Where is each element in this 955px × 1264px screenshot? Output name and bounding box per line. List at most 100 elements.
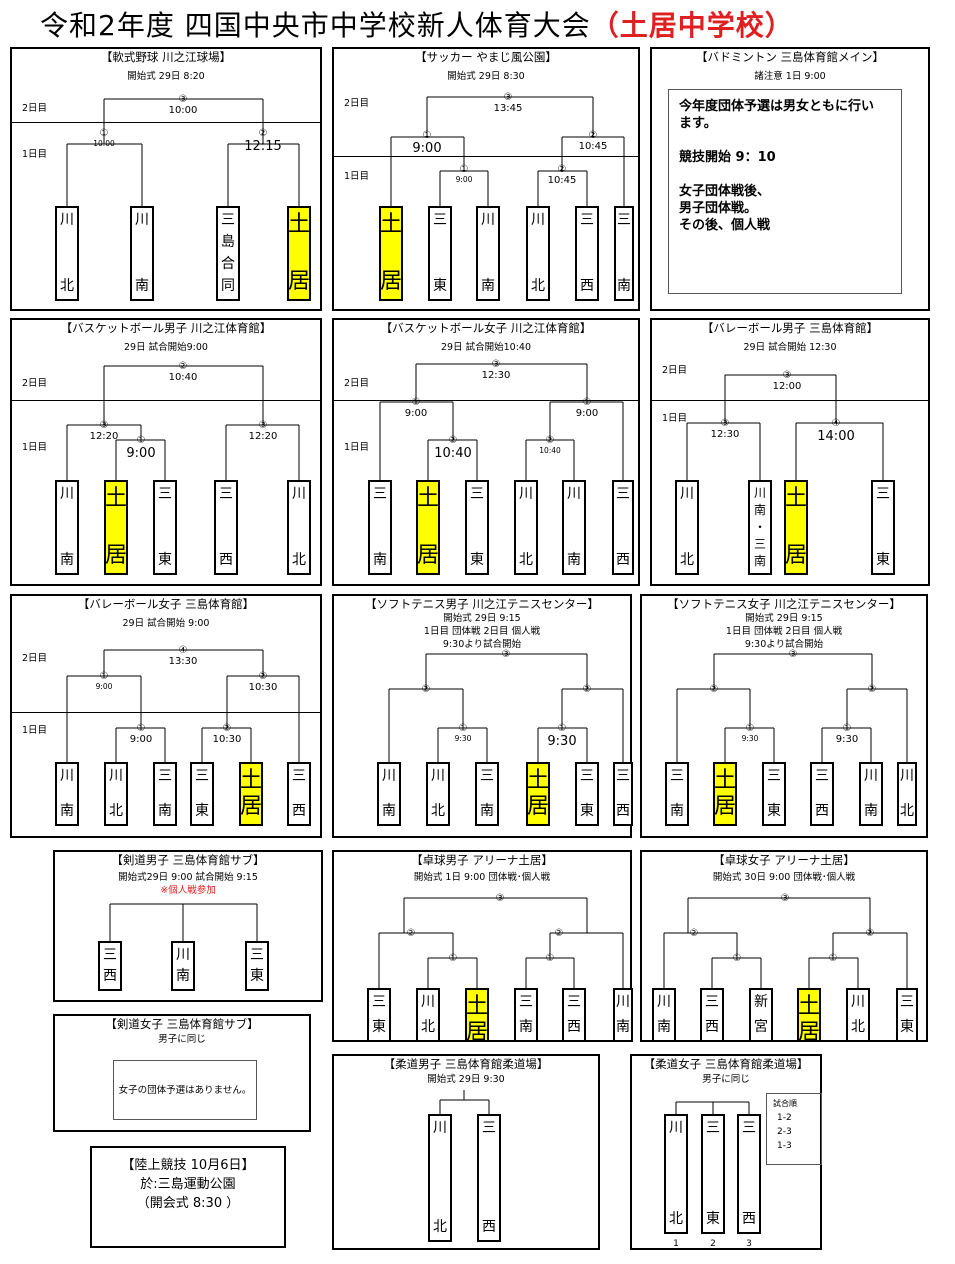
panel-title: 【卓球男子 アリーナ土居】: [411, 853, 553, 867]
day-label: 2日目: [662, 365, 688, 376]
team-char: 川: [431, 768, 445, 784]
team-box: 三島合同: [216, 206, 240, 301]
team-char: 新: [754, 994, 768, 1010]
panel-info: 29日 試合開始9:00: [124, 342, 208, 353]
team-char: 土: [798, 994, 821, 1019]
team-box-doi: 土居: [239, 762, 263, 826]
team-char: 三: [670, 768, 684, 784]
panel-title: 【ソフトテニス男子 川之江テニスセンター】: [365, 597, 599, 611]
day-label: 1日目: [22, 149, 48, 160]
match-number: ③: [178, 94, 188, 105]
team-char: 北: [680, 552, 694, 568]
team-box: 三西: [287, 762, 311, 826]
team-char: 川: [60, 486, 74, 502]
team-char: 三: [433, 212, 447, 228]
match-number: ①: [458, 723, 468, 734]
team-box: 三南: [475, 762, 499, 826]
team-box-doi: 土居: [797, 988, 821, 1045]
match-number: ②: [865, 928, 875, 939]
team-char: 川: [519, 486, 533, 502]
panel-info: 開始式 1日 9:00 団体戦･個人戦: [413, 872, 551, 883]
team-char: 西: [815, 803, 829, 819]
team-char: 三: [103, 947, 117, 963]
team-box: 三南: [665, 762, 689, 826]
panel-info: 男子に同じ: [158, 1034, 206, 1045]
team-char: 居: [527, 794, 550, 819]
match-number: ①: [448, 953, 458, 964]
team-char: 三: [292, 768, 306, 784]
team-box: 川南: [652, 988, 676, 1042]
team-box: 川南: [377, 762, 401, 826]
notice-line: [679, 132, 891, 149]
match-label: ②: [583, 684, 592, 695]
team-box: 三南: [614, 206, 634, 301]
match-time: 10:30: [212, 734, 242, 745]
team-char: 南: [176, 968, 190, 984]
team-char: 居: [798, 1020, 821, 1045]
team-char: 土: [785, 486, 808, 511]
team-box: 川北: [426, 762, 450, 826]
team-char: 東: [470, 552, 484, 568]
panel-info: 男子に同じ: [702, 1074, 750, 1085]
team-box: 三南: [368, 480, 392, 575]
match-number: ①: [557, 723, 567, 734]
team-char: 東: [372, 1019, 386, 1035]
team-char: 三: [617, 212, 631, 228]
notice-line: その後、個人戦: [679, 218, 771, 233]
match-label: ②: [710, 684, 719, 695]
team-char: 川: [900, 768, 914, 784]
day-label: 1日目: [344, 442, 370, 453]
day-label: 2日目: [22, 653, 48, 664]
team-char: 北: [900, 803, 914, 819]
match-time: 10:40: [168, 372, 198, 383]
match-time: 9:30: [547, 734, 577, 749]
match-time: 9:30: [835, 734, 859, 745]
team-char: 東: [876, 552, 890, 568]
panel-title: 【サッカー やまじ風公園】: [415, 50, 557, 64]
panel-info: 29日 試合開始 12:30: [743, 342, 837, 353]
match-time: 10:45: [547, 175, 577, 186]
team-char: 川: [864, 768, 878, 784]
notice-line: ます。: [679, 116, 717, 131]
team-box: 三西: [477, 1114, 501, 1242]
team-char: 南: [60, 552, 74, 568]
team-char: 西: [567, 1019, 581, 1035]
panel-title: 【卓球女子 アリーナ土居】: [713, 853, 855, 867]
team-char: 川: [382, 768, 396, 784]
team-char: 三: [195, 768, 209, 784]
bracket-lines: [66, 365, 300, 480]
match-number: ②: [557, 164, 567, 175]
match-number: ③: [495, 893, 505, 904]
team-char: 島: [221, 234, 235, 250]
team-char: 西: [705, 1019, 719, 1035]
title-main: 令和2年度 四国中央市中学校新人体育大会: [40, 9, 591, 42]
day-label: 1日目: [344, 171, 370, 182]
team-box: 三東: [701, 1114, 725, 1234]
match-time: 12:20: [89, 431, 119, 442]
notice-box: 女子の団体予選はありません。: [113, 1060, 257, 1120]
match-number: ②: [178, 361, 188, 372]
team-box: 三東: [465, 480, 489, 575]
notice-line: [679, 166, 891, 183]
team-char: 川: [669, 1120, 683, 1136]
team-box: 川南: [55, 480, 79, 575]
team-char: 北: [531, 278, 545, 294]
team-char: 居: [466, 1020, 489, 1045]
team-char: 川: [616, 994, 630, 1010]
match-label: ③: [789, 649, 798, 660]
team-char: 東: [580, 803, 594, 819]
match-number: ①: [745, 723, 755, 734]
match-label: ②: [866, 928, 875, 939]
match-time: 10:40: [539, 446, 561, 455]
team-char: 川: [680, 486, 694, 502]
team-char: 北: [433, 1219, 447, 1235]
team-char: 三: [753, 537, 766, 551]
